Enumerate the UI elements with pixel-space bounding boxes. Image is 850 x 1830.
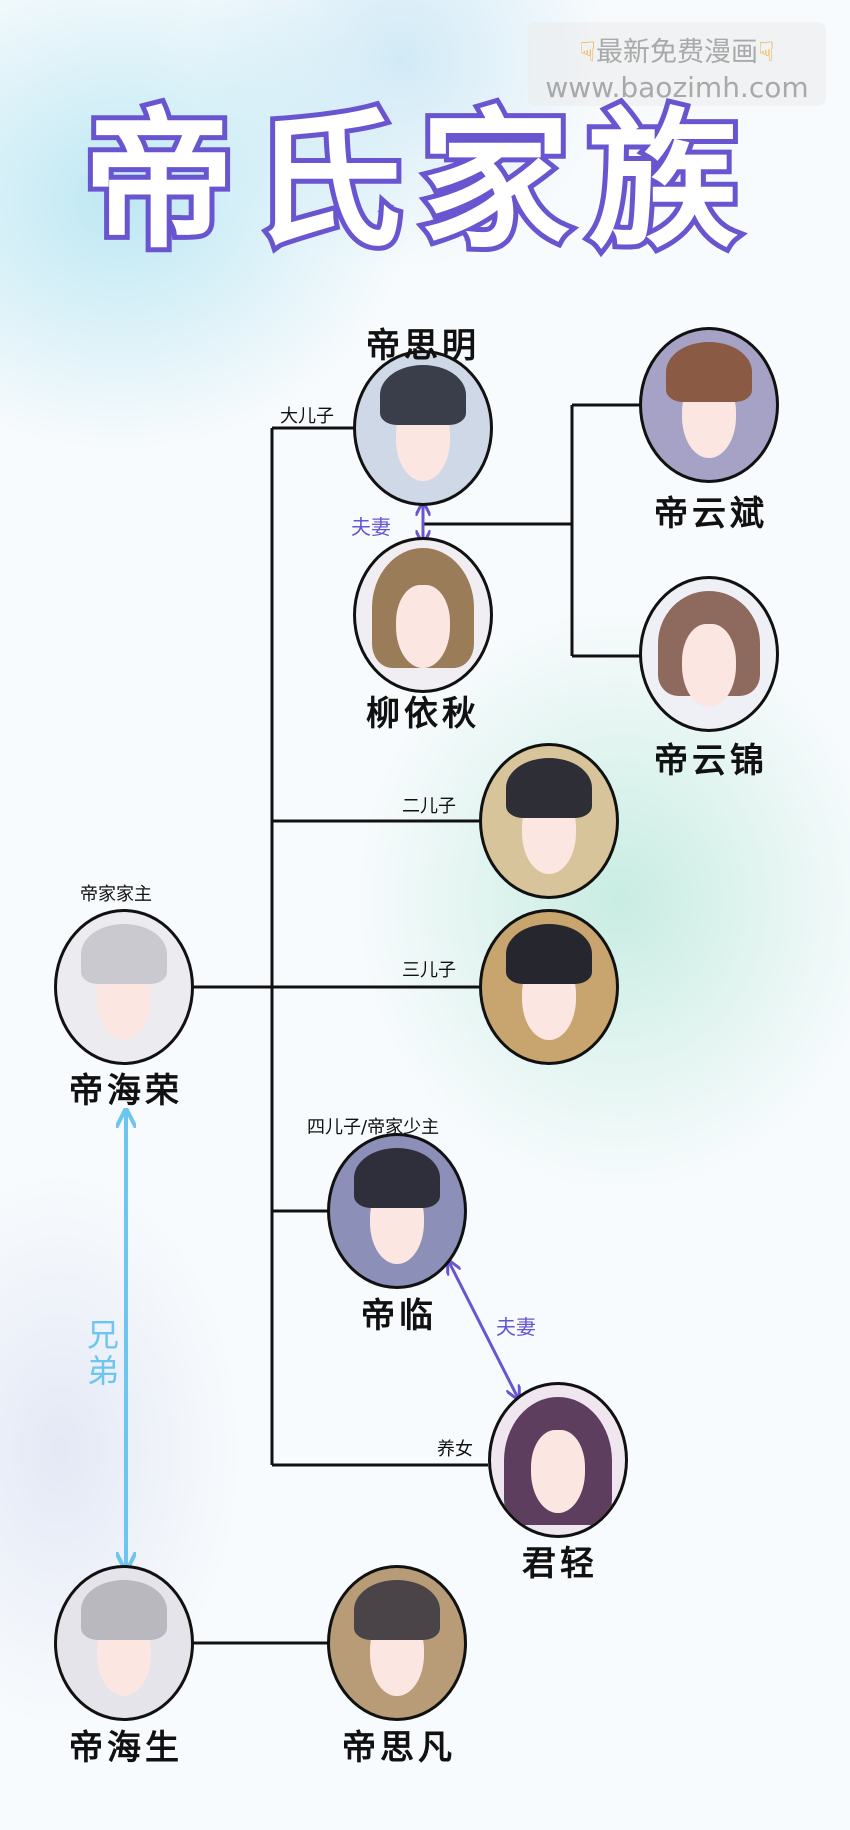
portrait-yunjin (639, 576, 779, 732)
portrait-yiqiu (353, 537, 493, 693)
name-yiqiu: 柳依秋 (366, 694, 480, 734)
portrait-junqing (488, 1382, 628, 1538)
spouse-arrow-2 (449, 1262, 518, 1398)
portrait-dilin (327, 1133, 467, 1289)
watermark: ☟最新免费漫画☟ www.baozimh.com (528, 22, 826, 106)
role-siming: 大儿子 (280, 406, 334, 427)
name-junqing: 君轻 (522, 1544, 598, 1584)
portrait-haisheng (54, 1565, 194, 1721)
spouse-label-2: 夫妻 (496, 1315, 536, 1339)
portrait-third-son (479, 909, 619, 1065)
page-title: 帝氏家族 (79, 95, 756, 269)
portrait-siming (353, 350, 493, 506)
name-siming: 帝思明 (366, 326, 480, 366)
portrait-second-son (479, 743, 619, 899)
name-yunjin: 帝云锦 (654, 741, 768, 781)
portrait-hairong (54, 909, 194, 1065)
name-sifan: 帝思凡 (342, 1728, 456, 1768)
name-dilin: 帝临 (361, 1296, 437, 1336)
role-dilin: 四儿子/帝家少主 (307, 1117, 440, 1138)
role-second-son: 二儿子 (402, 796, 456, 817)
role-third-son: 三儿子 (402, 960, 456, 981)
role-junqing: 养女 (437, 1439, 473, 1460)
portrait-sifan (327, 1565, 467, 1721)
name-hairong: 帝海荣 (69, 1071, 183, 1111)
watermark-url: www.baozimh.com (545, 71, 809, 104)
pointing-down-hand-icon: ☟ (758, 37, 775, 68)
name-yunbin: 帝云斌 (654, 494, 768, 534)
pointing-down-hand-icon: ☟ (579, 37, 596, 68)
brothers-label: 兄弟 (82, 1318, 120, 1390)
portrait-yunbin (639, 327, 779, 483)
name-haisheng: 帝海生 (69, 1728, 183, 1768)
spouse-label-1: 夫妻 (351, 515, 391, 539)
role-hairong: 帝家家主 (80, 884, 152, 905)
